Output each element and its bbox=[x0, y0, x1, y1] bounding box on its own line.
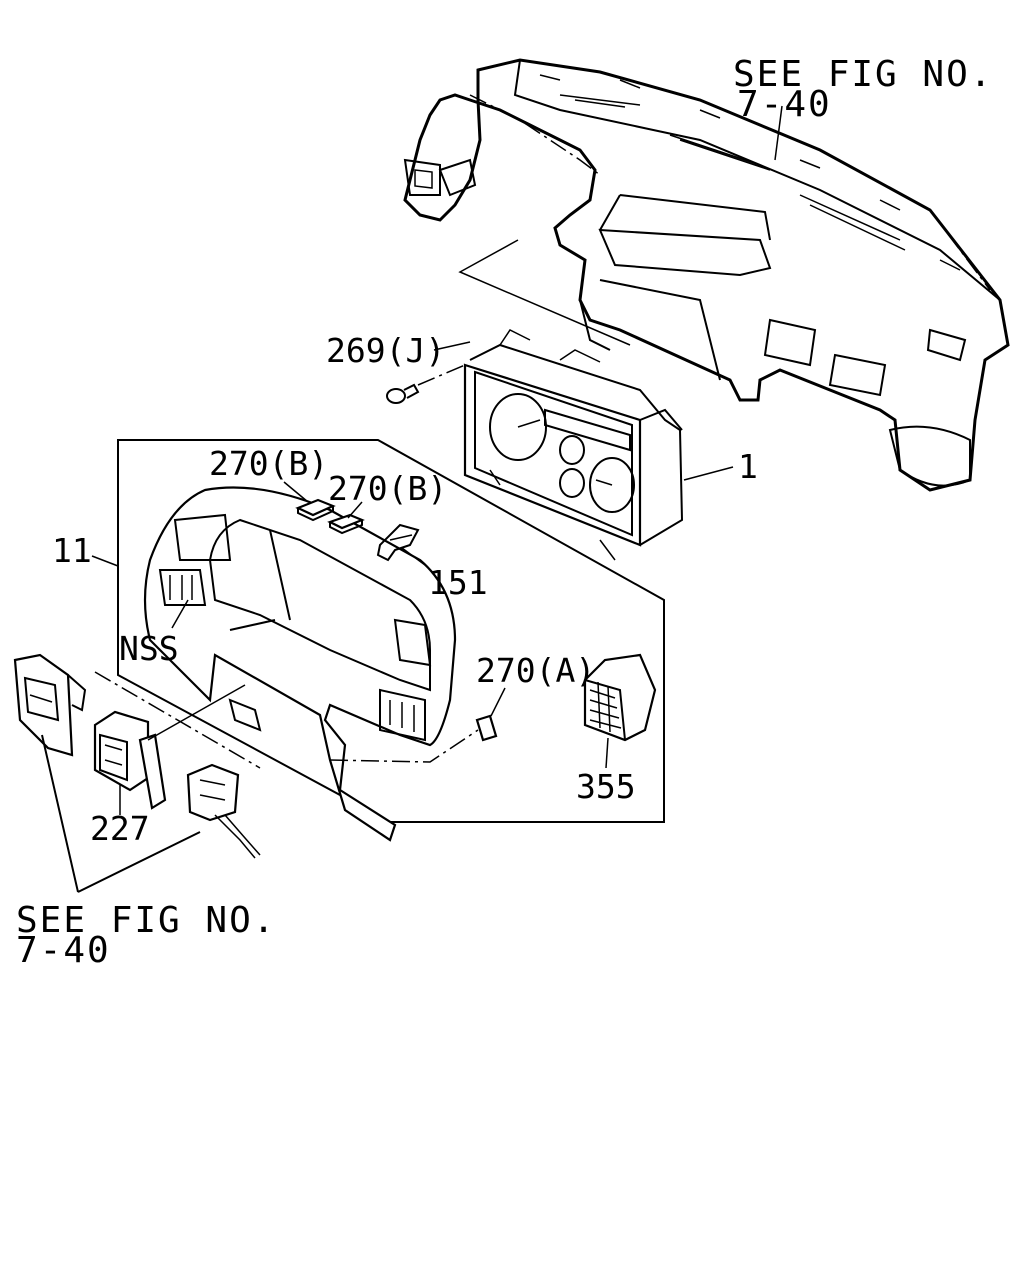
callout-269: 269(J) bbox=[326, 331, 445, 370]
wire-connector bbox=[186, 763, 261, 859]
callout-355: 355 bbox=[576, 767, 636, 806]
callout-11: 11 bbox=[52, 531, 92, 570]
leader-top-ref bbox=[774, 105, 783, 161]
leader-11 bbox=[91, 555, 119, 567]
reference-bottom-line1: SEE FIG NO. bbox=[16, 900, 276, 941]
leader-bottom-ref bbox=[41, 734, 201, 893]
leader-270b-1 bbox=[283, 481, 309, 503]
leader-nss bbox=[171, 599, 189, 629]
instrument-panel-dashboard bbox=[403, 58, 1010, 492]
callout-270b-2: 270(B) bbox=[328, 469, 447, 508]
leader-270a bbox=[490, 687, 506, 717]
cluster-bezel bbox=[143, 486, 457, 842]
screw-269j bbox=[386, 364, 466, 404]
leader-line-dash-to-cluster bbox=[458, 239, 631, 346]
callout-270b-1: 270(B) bbox=[209, 444, 328, 483]
leader-line-bracket bbox=[94, 671, 261, 769]
callout-227: 227 bbox=[90, 809, 150, 848]
callout-1: 1 bbox=[738, 447, 758, 486]
instrument-cluster bbox=[463, 329, 684, 561]
left-bracket bbox=[13, 653, 87, 757]
leader-line-bezel-switch bbox=[147, 684, 246, 741]
leader-1 bbox=[683, 466, 734, 481]
leader-151 bbox=[401, 547, 426, 566]
callout-151: 151 bbox=[428, 563, 488, 602]
air-vent-355 bbox=[583, 653, 657, 742]
parts-group-border bbox=[117, 439, 665, 823]
pad-270a bbox=[475, 714, 498, 742]
reference-top-line2: 7-40 bbox=[737, 84, 832, 125]
reference-top-line1: SEE FIG NO. bbox=[733, 54, 993, 95]
reference-bottom-line2: 7-40 bbox=[16, 930, 111, 971]
pad-270b-2 bbox=[327, 513, 365, 535]
callout-nss: NSS bbox=[119, 629, 179, 668]
leader-355 bbox=[605, 737, 609, 769]
pad-270b-1 bbox=[295, 498, 336, 522]
leader-269 bbox=[433, 341, 471, 351]
leader-line-bezel-pad bbox=[329, 729, 479, 763]
callout-270a: 270(A) bbox=[476, 651, 595, 690]
switch-227 bbox=[93, 710, 167, 810]
leader-270b-2 bbox=[347, 501, 363, 519]
